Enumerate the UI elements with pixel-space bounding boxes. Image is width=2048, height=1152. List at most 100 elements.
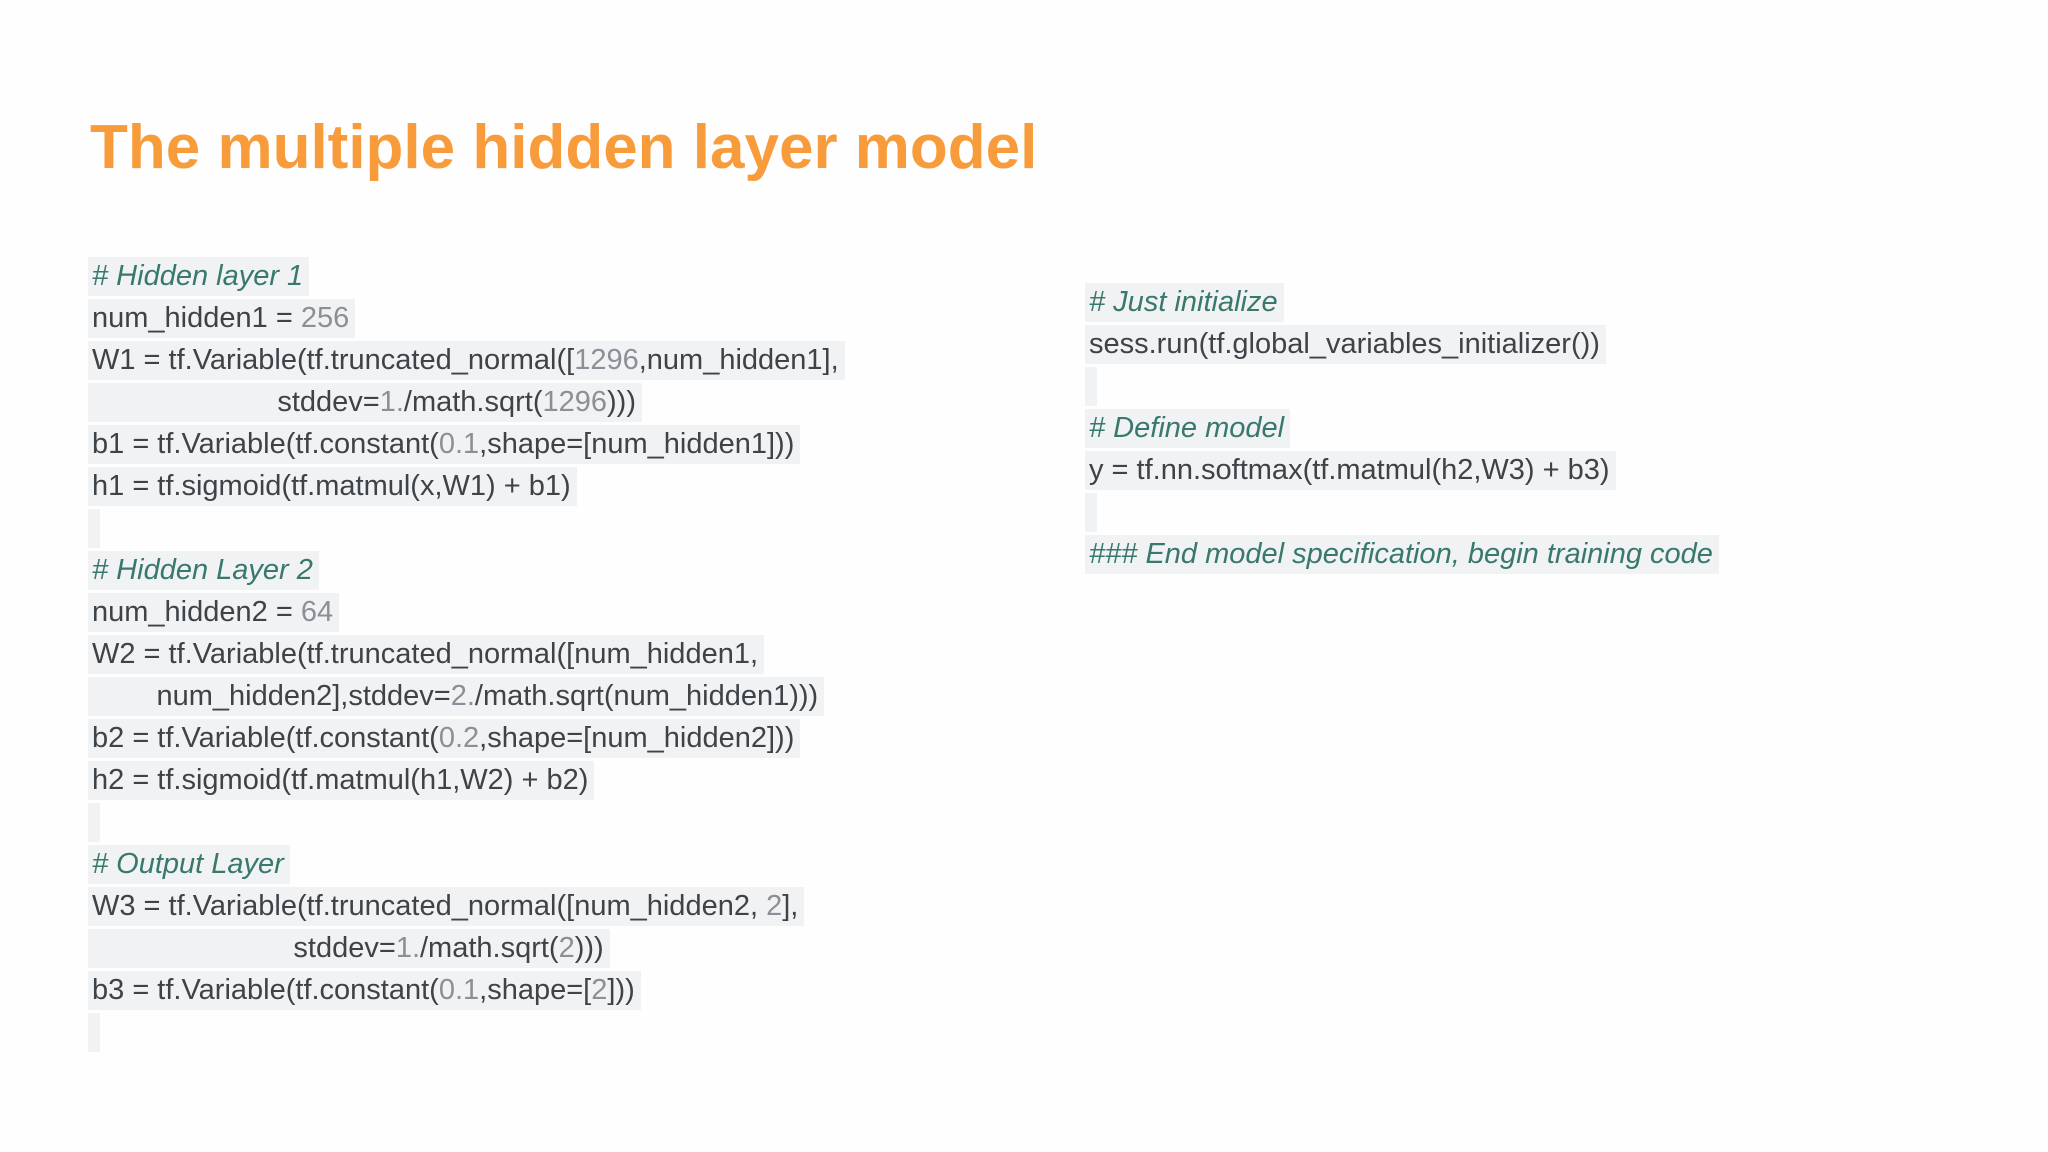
line-highlight: b3 = tf.Variable(tf.constant(0.1,shape=[… <box>88 971 641 1010</box>
code-line: b2 = tf.Variable(tf.constant(0.2,shape=[… <box>88 717 845 759</box>
number-token: 1296 <box>542 386 607 418</box>
line-highlight <box>1085 367 1098 406</box>
line-highlight: h1 = tf.sigmoid(tf.matmul(x,W1) + b1) <box>88 467 577 506</box>
comment-token: # Just initialize <box>1089 286 1278 318</box>
code-token: num_hidden1 = <box>92 302 301 334</box>
line-highlight <box>88 1013 101 1052</box>
code-token: ])) <box>607 974 635 1006</box>
blank-line <box>88 1011 845 1053</box>
code-token: b1 = tf.Variable(tf.constant( <box>92 428 439 460</box>
code-line: stddev=1./math.sqrt(1296))) <box>88 381 845 423</box>
comment-token: # Output Layer <box>92 848 284 880</box>
code-token: stddev= <box>92 386 380 418</box>
comment-token: # Hidden layer 1 <box>92 260 304 292</box>
code-line: stddev=1./math.sqrt(2))) <box>88 927 845 969</box>
code-line: W1 = tf.Variable(tf.truncated_normal([12… <box>88 339 845 381</box>
code-line: h1 = tf.sigmoid(tf.matmul(x,W1) + b1) <box>88 465 845 507</box>
number-token: 1. <box>395 932 420 964</box>
number-token: 1. <box>379 386 404 418</box>
line-highlight: b2 = tf.Variable(tf.constant(0.2,shape=[… <box>88 719 801 758</box>
code-token: stddev= <box>92 932 396 964</box>
line-highlight: # Output Layer <box>88 845 290 884</box>
code-token: sess.run(tf.global_variables_initializer… <box>1089 328 1600 360</box>
line-highlight: ### End model specification, begin train… <box>1085 535 1719 574</box>
blank-line <box>1085 365 1719 407</box>
line-highlight: num_hidden2 = 64 <box>88 593 340 632</box>
comment-line: # Output Layer <box>88 843 845 885</box>
line-highlight: stddev=1./math.sqrt(2))) <box>88 929 610 968</box>
code-line: y = tf.nn.softmax(tf.matmul(h2,W3) + b3) <box>1085 449 1719 491</box>
code-token: W2 = tf.Variable(tf.truncated_normal([nu… <box>92 638 759 670</box>
blank-line <box>88 801 845 843</box>
code-token: h2 = tf.sigmoid(tf.matmul(h1,W2) + b2) <box>92 764 589 796</box>
code-line: b3 = tf.Variable(tf.constant(0.1,shape=[… <box>88 969 845 1011</box>
line-highlight: # Just initialize <box>1085 283 1284 322</box>
comment-line: # Hidden Layer 2 <box>88 549 845 591</box>
line-highlight: h2 = tf.sigmoid(tf.matmul(h1,W2) + b2) <box>88 761 595 800</box>
code-token: ))) <box>607 386 636 418</box>
number-token: 2. <box>450 680 475 712</box>
comment-line: # Hidden layer 1 <box>88 255 845 297</box>
line-highlight: # Hidden layer 1 <box>88 257 310 296</box>
number-token: 1296 <box>574 344 639 376</box>
code-token: /math.sqrt( <box>403 386 543 418</box>
code-line: b1 = tf.Variable(tf.constant(0.1,shape=[… <box>88 423 845 465</box>
code-line: W3 = tf.Variable(tf.truncated_normal([nu… <box>88 885 845 927</box>
code-token: W1 = tf.Variable(tf.truncated_normal([ <box>92 344 575 376</box>
number-token: 0.1 <box>438 974 480 1006</box>
code-token: ))) <box>574 932 604 964</box>
code-token: num_hidden2],stddev= <box>92 680 451 712</box>
comment-token: ### End model specification, begin train… <box>1089 538 1713 570</box>
comment-line: # Define model <box>1085 407 1719 449</box>
line-highlight <box>88 509 101 548</box>
comment-line: # Just initialize <box>1085 281 1719 323</box>
code-line: W2 = tf.Variable(tf.truncated_normal([nu… <box>88 633 845 675</box>
code-token: ], <box>782 890 799 922</box>
code-token: ,num_hidden1], <box>638 344 839 376</box>
line-highlight: # Hidden Layer 2 <box>88 551 319 590</box>
code-token: b3 = tf.Variable(tf.constant( <box>92 974 439 1006</box>
line-highlight: W3 = tf.Variable(tf.truncated_normal([nu… <box>88 887 805 926</box>
comment-token: # Hidden Layer 2 <box>92 554 313 586</box>
line-highlight: num_hidden2],stddev=2./math.sqrt(num_hid… <box>88 677 825 716</box>
line-highlight: y = tf.nn.softmax(tf.matmul(h2,W3) + b3) <box>1085 451 1616 490</box>
line-highlight: W2 = tf.Variable(tf.truncated_normal([nu… <box>88 635 765 674</box>
code-token: ,shape=[num_hidden2])) <box>479 722 795 754</box>
line-highlight <box>88 803 101 842</box>
line-highlight: # Define model <box>1085 409 1291 448</box>
line-highlight <box>1085 493 1098 532</box>
blank-line <box>88 507 845 549</box>
code-line: sess.run(tf.global_variables_initializer… <box>1085 323 1719 365</box>
code-token: num_hidden2 = <box>92 596 301 628</box>
comment-line: ### End model specification, begin train… <box>1085 533 1719 575</box>
line-highlight: sess.run(tf.global_variables_initializer… <box>1085 325 1606 364</box>
line-highlight: W1 = tf.Variable(tf.truncated_normal([12… <box>88 341 845 380</box>
code-token: y = tf.nn.softmax(tf.matmul(h2,W3) + b3) <box>1089 454 1610 486</box>
code-line: num_hidden2],stddev=2./math.sqrt(num_hid… <box>88 675 845 717</box>
code-token: ,shape=[num_hidden1])) <box>479 428 795 460</box>
line-highlight: b1 = tf.Variable(tf.constant(0.1,shape=[… <box>88 425 801 464</box>
number-token: 256 <box>300 302 350 334</box>
comment-token: # Define model <box>1089 412 1285 444</box>
line-highlight: stddev=1./math.sqrt(1296))) <box>88 383 642 422</box>
code-token: h1 = tf.sigmoid(tf.matmul(x,W1) + b1) <box>92 470 571 502</box>
code-token: /math.sqrt( <box>420 932 559 964</box>
code-token: b2 = tf.Variable(tf.constant( <box>92 722 439 754</box>
slide-title: The multiple hidden layer model <box>90 113 1038 182</box>
number-token: 0.2 <box>438 722 480 754</box>
number-token: 2 <box>591 974 608 1006</box>
code-token: ,shape=[ <box>479 974 592 1006</box>
number-token: 0.1 <box>438 428 480 460</box>
code-line: h2 = tf.sigmoid(tf.matmul(h1,W2) + b2) <box>88 759 845 801</box>
code-token: /math.sqrt(num_hidden1))) <box>474 680 819 712</box>
code-column-right: # Just initialize sess.run(tf.global_vari… <box>1085 281 1719 575</box>
number-token: 2 <box>558 932 575 964</box>
code-token: W3 = tf.Variable(tf.truncated_normal([nu… <box>92 890 767 922</box>
number-token: 64 <box>300 596 334 628</box>
number-token: 2 <box>766 890 783 922</box>
line-highlight: num_hidden1 = 256 <box>88 299 356 338</box>
code-line: num_hidden2 = 64 <box>88 591 845 633</box>
blank-line <box>1085 491 1719 533</box>
